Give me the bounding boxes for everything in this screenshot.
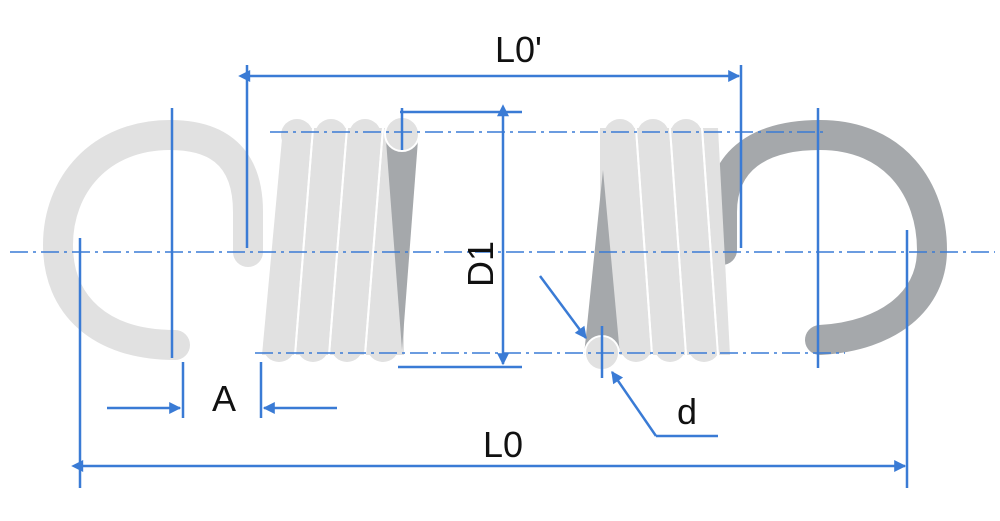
- right-coil-body: [584, 119, 730, 371]
- left-coil-body: [262, 116, 420, 362]
- dimension-lines: [71, 65, 909, 488]
- right-hook: [707, 119, 948, 355]
- label-d1: D1: [460, 241, 501, 287]
- label-l0-prime: L0': [495, 29, 542, 70]
- label-a: A: [212, 378, 236, 419]
- label-l0: L0: [483, 424, 523, 465]
- label-d: d: [677, 391, 697, 432]
- left-hook: [42, 119, 263, 360]
- center-lines: [10, 131, 995, 354]
